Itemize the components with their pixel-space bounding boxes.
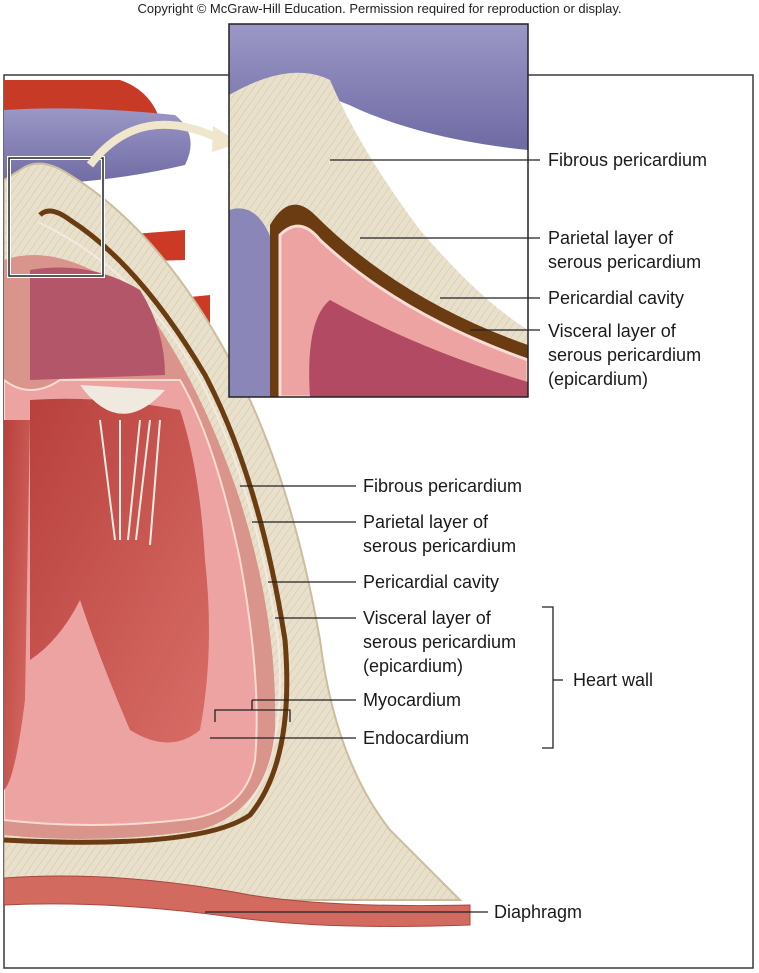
chordae-tendineae	[99, 419, 161, 546]
inset-label-visceral: Visceral layer of serous pericardium (ep…	[548, 321, 706, 389]
inset-vein-left	[229, 208, 275, 397]
main-label-fibrous: Fibrous pericardium	[363, 476, 522, 496]
main-label-parietal: Parietal layer of serous pericardium	[363, 512, 516, 556]
inset-vessel	[229, 24, 528, 150]
heart-wall-label: Heart wall	[573, 670, 653, 690]
main-label-myocardium: Myocardium	[363, 690, 461, 710]
main-leaders	[205, 485, 563, 913]
main-label-cavity: Pericardial cavity	[363, 572, 499, 592]
zoom-arrow	[86, 120, 224, 168]
main-label-visceral: Visceral layer of serous pericardium (ep…	[363, 608, 521, 676]
valve-cusp	[80, 385, 165, 414]
pericardial-cavity-main	[4, 208, 290, 845]
inset-label-fibrous: Fibrous pericardium	[548, 150, 707, 170]
main-illustration	[4, 80, 471, 927]
left-ventricle	[30, 398, 209, 743]
inset-leaders	[330, 159, 540, 331]
inset-chamber	[309, 300, 528, 397]
inset-illustration	[229, 24, 528, 397]
diaphragm-muscle	[4, 875, 471, 927]
zoom-arrowhead	[212, 126, 240, 152]
left-atrium	[30, 267, 165, 380]
inset-frame	[228, 23, 529, 398]
zoom-box	[8, 157, 104, 277]
inset-label-group: Fibrous pericardium Parietal layer of se…	[548, 150, 707, 389]
main-label-endocardium: Endocardium	[363, 728, 469, 748]
inset-label-cavity: Pericardial cavity	[548, 288, 684, 308]
inset-label-parietal: Parietal layer of serous pericardium	[548, 228, 701, 272]
diaphragm-label: Diaphragm	[494, 902, 582, 922]
main-label-group: Fibrous pericardium Parietal layer of se…	[363, 476, 653, 922]
right-ventricle	[4, 420, 30, 790]
copyright-notice: Copyright © McGraw-Hill Education. Permi…	[137, 1, 622, 16]
